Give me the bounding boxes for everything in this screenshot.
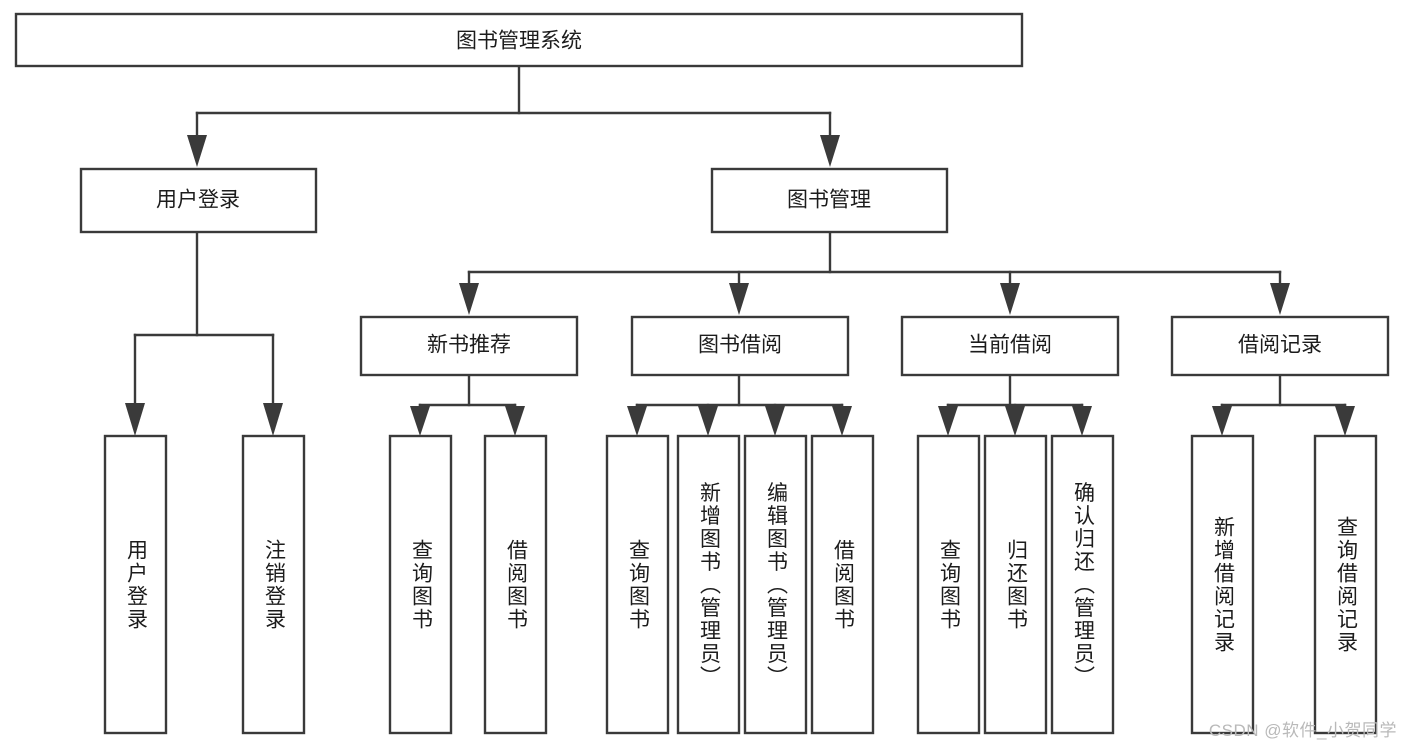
leaf-box[interactable] (983, 434, 1048, 735)
node-current-borrow[interactable]: 当前借阅 (900, 315, 1120, 377)
current-borrow-label: 当前借阅 (968, 334, 1052, 357)
leaf-borrow-query-book[interactable]: 查询图书 (605, 434, 670, 735)
leaf-borrow-add-book-admin[interactable]: 新增图书（管理员） (676, 434, 741, 735)
arrowhead-book-mgmt (820, 135, 840, 167)
arrowhead-current-leaf-1 (938, 406, 958, 436)
node-book-borrow[interactable]: 图书借阅 (630, 315, 850, 377)
leaf-label: 编辑图书（管理员） (764, 482, 788, 689)
arrowhead-borrow-leaf-4 (832, 406, 852, 436)
leaf-user-login-signin[interactable]: 用户登录 (103, 434, 168, 735)
arrowhead-current-leaf-3 (1072, 406, 1092, 436)
leaf-label: 借阅图书 (831, 539, 855, 631)
leaf-label: 查询借阅记录 (1334, 516, 1358, 654)
arrowhead-leaf-logout (263, 403, 283, 436)
book-management-box[interactable] (710, 167, 949, 234)
leaf-label: 查询图书 (409, 539, 433, 631)
leaf-label: 借阅图书 (504, 539, 528, 631)
arrowhead-record-leaf-1 (1212, 406, 1232, 436)
leaf-record-query-record[interactable]: 查询借阅记录 (1313, 434, 1378, 735)
leaf-box[interactable] (810, 434, 875, 735)
arrowhead-recommend-leaf-1 (410, 406, 430, 436)
connector-layer (125, 64, 1355, 436)
leaf-user-login-signout[interactable]: 注销登录 (241, 434, 306, 735)
leaf-label: 查询图书 (937, 539, 961, 631)
leaf-current-return-book[interactable]: 归还图书 (983, 434, 1048, 735)
leaf-box[interactable] (1313, 434, 1378, 735)
leaf-label: 归还图书 (1004, 539, 1028, 631)
user-login-label: 用户登录 (156, 189, 240, 212)
leaf-label: 注销登录 (262, 539, 286, 631)
node-book-management[interactable]: 图书管理 (710, 167, 949, 234)
arrowhead-borrow-leaf-3 (765, 406, 785, 436)
book-borrow-label: 图书借阅 (698, 334, 782, 357)
arrowhead-new-book-recommend (459, 283, 479, 315)
leaf-recommend-borrow-book[interactable]: 借阅图书 (483, 434, 548, 735)
leaf-box[interactable] (103, 434, 168, 735)
user-login-box[interactable] (79, 167, 318, 234)
borrow-record-label: 借阅记录 (1238, 334, 1322, 357)
leaf-box[interactable] (676, 434, 741, 735)
book-borrow-box[interactable] (630, 315, 850, 377)
leaf-label: 新增借阅记录 (1211, 516, 1235, 654)
arrowhead-current-leaf-2 (1005, 406, 1025, 436)
leaf-label: 新增图书（管理员） (697, 482, 721, 689)
root-box[interactable] (14, 12, 1024, 68)
leaf-record-add-record[interactable]: 新增借阅记录 (1190, 434, 1255, 735)
leaf-label: 查询图书 (626, 539, 650, 631)
leaf-box[interactable] (483, 434, 548, 735)
arrowhead-borrow-record (1270, 283, 1290, 315)
node-user-login[interactable]: 用户登录 (79, 167, 318, 234)
leaf-box[interactable] (241, 434, 306, 735)
leaf-box[interactable] (1050, 434, 1115, 735)
leaf-box[interactable] (743, 434, 808, 735)
root-label: 图书管理系统 (456, 30, 582, 53)
leaf-label: 用户登录 (124, 539, 148, 631)
arrowhead-borrow-leaf-2 (698, 406, 718, 436)
leaf-box[interactable] (388, 434, 453, 735)
book-management-label: 图书管理 (787, 189, 871, 212)
arrowhead-user-login (187, 135, 207, 167)
leaf-box[interactable] (605, 434, 670, 735)
arrowhead-borrow-leaf-1 (627, 406, 647, 436)
leaf-current-confirm-return-admin[interactable]: 确认归还（管理员） (1050, 434, 1115, 735)
node-root-system[interactable]: 图书管理系统 (14, 12, 1024, 68)
new-book-recommend-label: 新书推荐 (427, 334, 511, 357)
node-new-book-recommend[interactable]: 新书推荐 (359, 315, 579, 377)
borrow-record-box[interactable] (1170, 315, 1390, 377)
leaf-box[interactable] (916, 434, 981, 735)
leaf-current-query-book[interactable]: 查询图书 (916, 434, 981, 735)
leaf-recommend-query-book[interactable]: 查询图书 (388, 434, 453, 735)
node-borrow-record[interactable]: 借阅记录 (1170, 315, 1390, 377)
leaf-box[interactable] (1190, 434, 1255, 735)
arrowhead-record-leaf-2 (1335, 406, 1355, 436)
arrowhead-book-borrow (729, 283, 749, 315)
leaf-borrow-borrow-book[interactable]: 借阅图书 (810, 434, 875, 735)
current-borrow-box[interactable] (900, 315, 1120, 377)
leaf-borrow-edit-book-admin[interactable]: 编辑图书（管理员） (743, 434, 808, 735)
csdn-watermark: CSDN @软件_小贺同学 (1208, 721, 1397, 740)
leaf-label: 确认归还（管理员） (1071, 482, 1095, 689)
arrowhead-leaf-user-login (125, 403, 145, 436)
arrowhead-current-borrow (1000, 283, 1020, 315)
arrowhead-recommend-leaf-2 (505, 406, 525, 436)
new-book-recommend-box[interactable] (359, 315, 579, 377)
